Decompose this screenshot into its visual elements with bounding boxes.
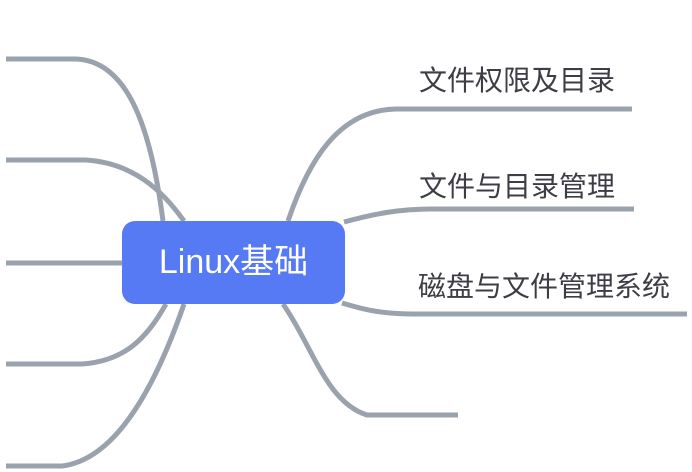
branch-line-left-2 (6, 157, 187, 223)
branch-line-right-unlabeled (280, 302, 458, 418)
branch-line-disk-filesystem (341, 300, 687, 317)
topic-file-permissions[interactable]: 文件权限及目录 (419, 65, 616, 96)
branch-line-left-5 (6, 303, 187, 469)
branch-line-left-1 (6, 56, 166, 222)
topic-disk-filesystem[interactable]: 磁盘与文件管理系统 (418, 271, 671, 302)
root-topic[interactable]: Linux基础 (122, 221, 345, 304)
topic-file-directory-management[interactable]: 文件与目录管理 (419, 171, 616, 202)
branch-line-left-4 (6, 302, 169, 367)
branch-line-file-permissions (285, 106, 632, 222)
branch-line-file-directory-management (343, 206, 634, 225)
